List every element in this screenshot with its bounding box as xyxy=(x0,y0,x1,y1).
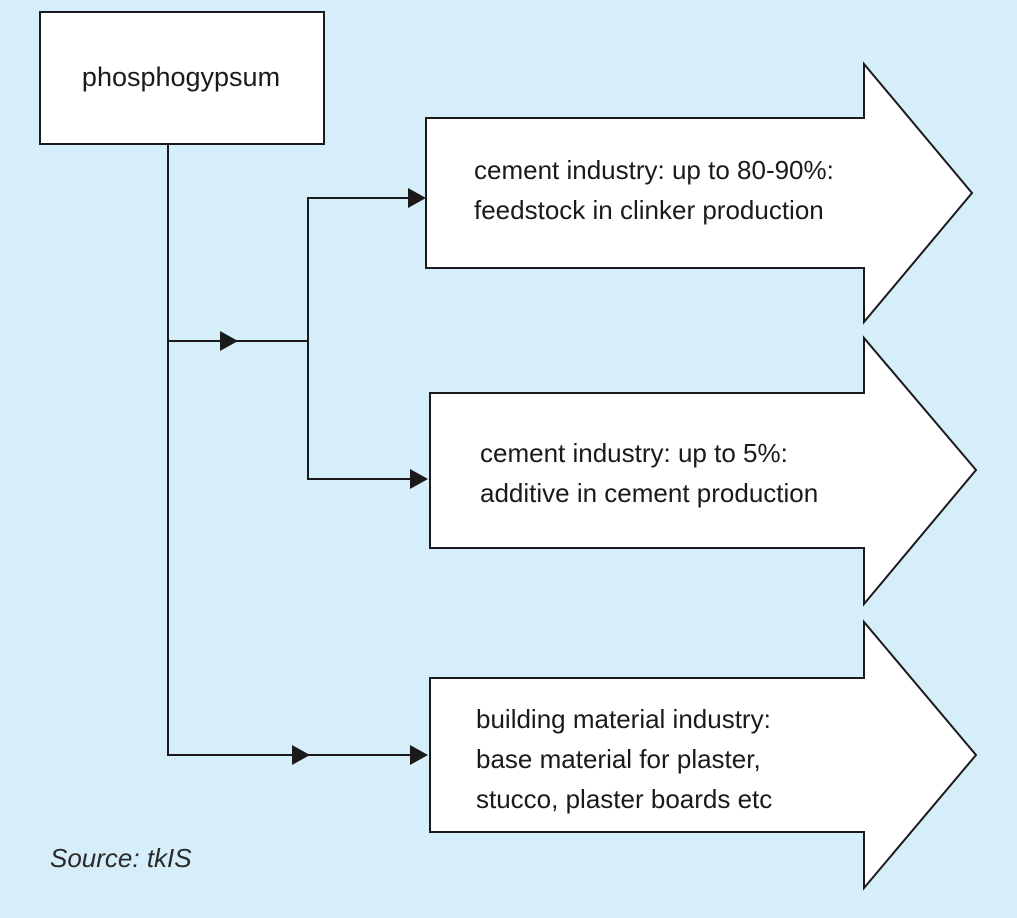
connector-arrowheads xyxy=(220,188,428,765)
target-arrow-building-material xyxy=(429,619,978,891)
arrowhead-icon xyxy=(292,745,310,765)
target-arrow-cement-additive xyxy=(429,335,978,607)
split-line xyxy=(307,197,420,480)
target-arrow-cement-clinker xyxy=(425,61,974,325)
arrowhead-icon xyxy=(408,188,426,208)
connector-lines xyxy=(167,144,420,756)
arrowhead-icon xyxy=(220,331,238,351)
source-credit: Source: tkIS xyxy=(50,843,192,873)
arrowhead-icon xyxy=(410,745,428,765)
arrowhead-icon xyxy=(410,469,428,489)
trunk-line xyxy=(167,144,420,756)
source-node-box xyxy=(39,11,325,145)
